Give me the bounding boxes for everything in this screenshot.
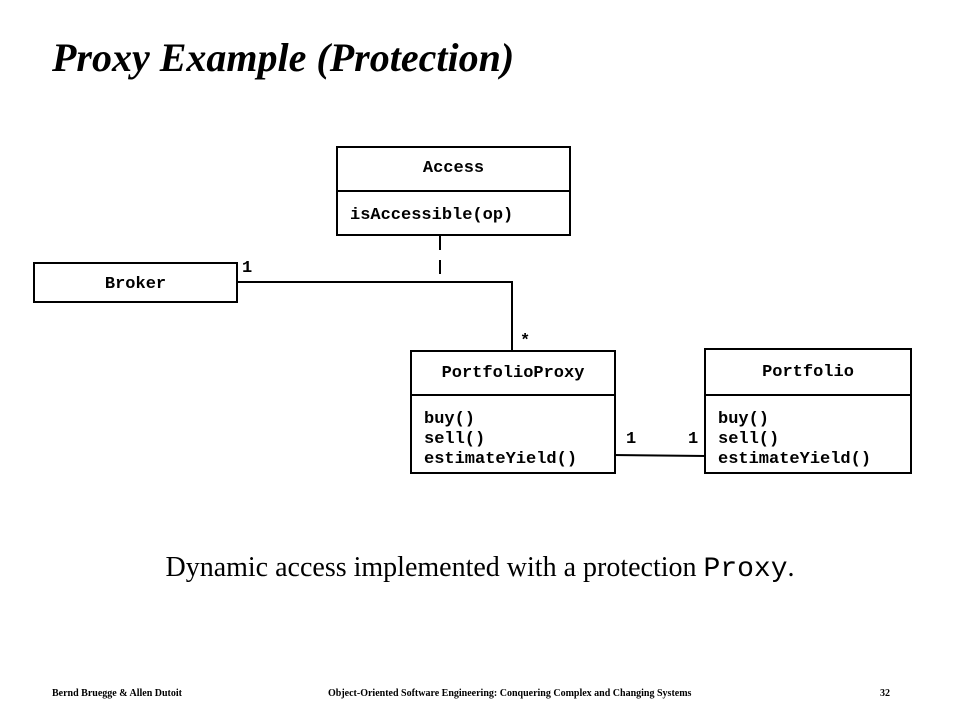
multiplicity-broker: 1 <box>242 259 253 278</box>
footer-page-number: 32 <box>880 688 890 699</box>
class-broker: Broker <box>33 262 238 303</box>
operation-buy: buy() <box>718 410 770 429</box>
class-access-operations: isAccessible(op) <box>338 192 569 226</box>
footer-authors: Bernd Bruegge & Allen Dutoit <box>52 688 182 699</box>
association-broker-proxy <box>238 281 513 352</box>
operation-estimate-yield: estimateYield() <box>718 450 872 469</box>
slide-caption: Dynamic access implemented with a protec… <box>0 552 960 585</box>
slide-title: Proxy Example (Protection) <box>52 35 515 80</box>
class-portfolio-proxy: PortfolioProxy buy() sell() estimateYiel… <box>410 350 616 474</box>
multiplicity-proxy-portfolio-left: 1 <box>626 430 637 449</box>
association-proxy-portfolio <box>611 454 707 457</box>
operation-sell: sell() <box>424 430 486 449</box>
multiplicity-proxy: * <box>520 332 531 351</box>
class-portfolio-name: Portfolio <box>706 350 910 396</box>
class-portfolio: Portfolio buy() sell() estimateYield() <box>704 348 912 474</box>
caption-text: Dynamic access implemented with a protec… <box>165 552 704 583</box>
class-broker-name: Broker <box>104 275 167 294</box>
class-access: Access isAccessible(op) <box>336 146 571 236</box>
class-portfolio-proxy-operations: buy() sell() estimateYield() <box>412 396 614 470</box>
operation-is-accessible: isAccessible(op) <box>350 206 514 225</box>
footer-book-title: Object-Oriented Software Engineering: Co… <box>328 688 692 699</box>
operation-buy: buy() <box>424 410 476 429</box>
class-portfolio-operations: buy() sell() estimateYield() <box>706 396 910 470</box>
caption-code: Proxy <box>703 554 788 585</box>
class-access-name: Access <box>338 148 569 192</box>
class-portfolio-proxy-name: PortfolioProxy <box>412 352 614 396</box>
caption-end: . <box>787 552 795 583</box>
operation-estimate-yield: estimateYield() <box>424 450 578 469</box>
multiplicity-proxy-portfolio-right: 1 <box>688 430 699 449</box>
operation-sell: sell() <box>718 430 780 449</box>
